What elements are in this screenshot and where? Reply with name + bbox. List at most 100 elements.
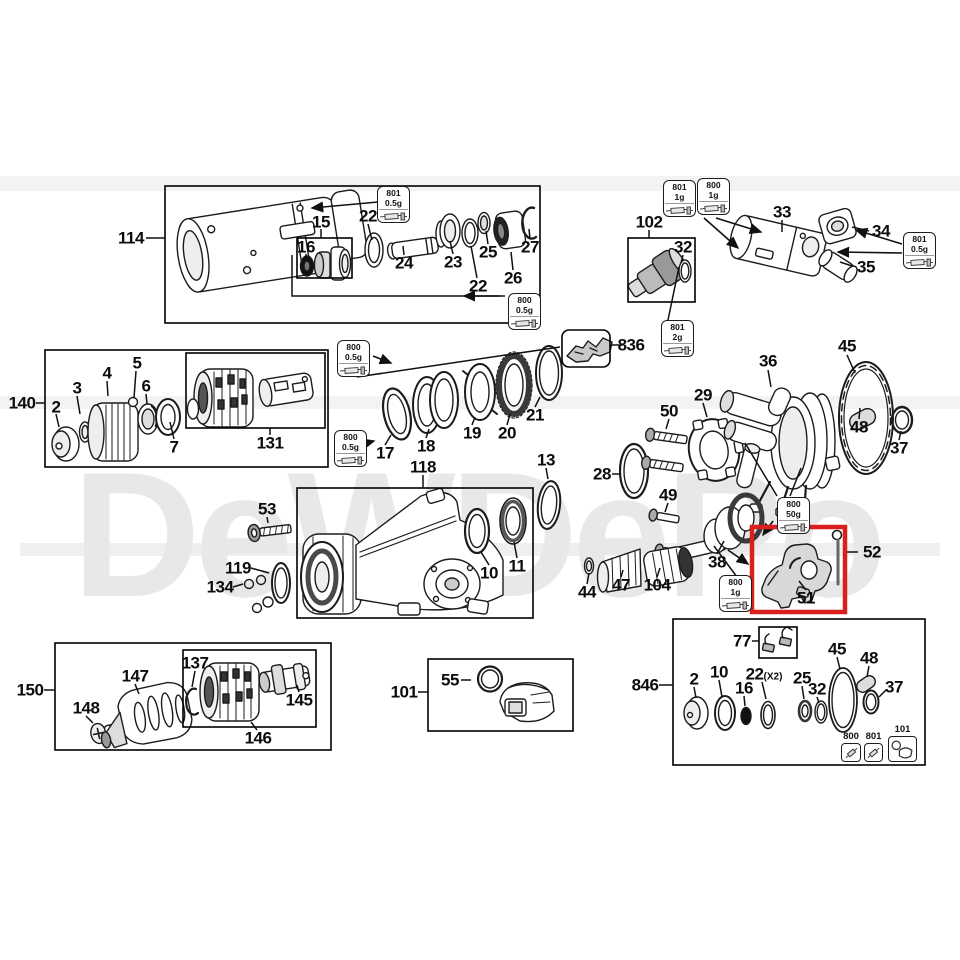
part-label-27[interactable]: 27 bbox=[521, 237, 539, 257]
part-label-2[interactable]: 2 bbox=[51, 397, 61, 417]
part-label-15[interactable]: 15 bbox=[312, 212, 330, 232]
part-21-ring-illustration bbox=[535, 345, 563, 401]
part-label-13[interactable]: 13 bbox=[537, 450, 555, 470]
part-label-38[interactable]: 38 bbox=[708, 552, 726, 572]
part-label-51[interactable]: 51 bbox=[797, 588, 815, 608]
part-label-145[interactable]: 145 bbox=[285, 690, 313, 710]
grease-amount: 1g bbox=[674, 192, 685, 203]
part-label-3[interactable]: 3 bbox=[72, 378, 82, 398]
kit-part-25-illustration bbox=[797, 699, 813, 723]
part-label-50[interactable]: 50 bbox=[660, 401, 678, 421]
part-23-washer-illustration bbox=[435, 213, 461, 249]
part-label-150[interactable]: 150 bbox=[16, 680, 44, 700]
part-label-137[interactable]: 137 bbox=[181, 653, 209, 673]
part-label-21[interactable]: 21 bbox=[526, 405, 544, 425]
part-label-25[interactable]: 25 bbox=[479, 242, 497, 262]
part-label-5[interactable]: 5 bbox=[132, 353, 142, 373]
part-label-32[interactable]: 32 bbox=[808, 679, 826, 699]
part-label-48[interactable]: 48 bbox=[850, 417, 868, 437]
part-label-22[interactable]: 22 bbox=[359, 206, 377, 226]
part-label-26[interactable]: 26 bbox=[504, 268, 522, 288]
part-label-11[interactable]: 11 bbox=[508, 556, 526, 576]
part-label-140[interactable]: 140 bbox=[8, 393, 36, 413]
part-label-48[interactable]: 48 bbox=[860, 648, 878, 668]
part-label-52[interactable]: 52 bbox=[863, 542, 881, 562]
grease-syringe-icon bbox=[665, 203, 694, 215]
part-label-17[interactable]: 17 bbox=[376, 443, 394, 463]
part-label-44[interactable]: 44 bbox=[578, 582, 596, 602]
part-label-19[interactable]: 19 bbox=[463, 423, 481, 443]
part-label-36[interactable]: 36 bbox=[759, 351, 777, 371]
part-label-22[interactable]: 22(X2) bbox=[745, 664, 783, 684]
part-label-118[interactable]: 118 bbox=[410, 457, 436, 477]
part-label-102[interactable]: 102 bbox=[635, 212, 663, 232]
part-15-retainer-illustration bbox=[313, 246, 352, 281]
part-label-846[interactable]: 846 bbox=[631, 675, 659, 695]
part-5-ball-illustration bbox=[127, 396, 139, 408]
part-label-119[interactable]: 119 bbox=[225, 558, 251, 578]
grease-amount: 1g bbox=[708, 190, 719, 201]
mini-ref-box-101 bbox=[888, 736, 917, 762]
part-label-29[interactable]: 29 bbox=[694, 385, 712, 405]
part-label-4[interactable]: 4 bbox=[102, 363, 112, 383]
part-label-20[interactable]: 20 bbox=[498, 423, 516, 443]
part-label-49[interactable]: 49 bbox=[659, 485, 677, 505]
part-label-34[interactable]: 34 bbox=[872, 221, 890, 241]
part-17-ring-illustration bbox=[381, 387, 413, 441]
part-label-45[interactable]: 45 bbox=[838, 336, 856, 356]
part-22-oring2-illustration bbox=[461, 218, 479, 248]
part-label-104[interactable]: 104 bbox=[643, 575, 671, 595]
kit-part-45-illustration bbox=[828, 667, 858, 733]
grease-syringe-icon bbox=[905, 255, 934, 267]
part-label-134[interactable]: 134 bbox=[206, 577, 234, 597]
part-label-2[interactable]: 2 bbox=[689, 669, 699, 689]
part-label-28[interactable]: 28 bbox=[593, 464, 611, 484]
grease-amount: 0.5g bbox=[910, 244, 928, 255]
part-label-6[interactable]: 6 bbox=[141, 376, 151, 396]
assembly-boxes bbox=[44, 185, 926, 766]
part-label-148[interactable]: 148 bbox=[72, 698, 100, 718]
part-label-77[interactable]: 77 bbox=[733, 631, 751, 651]
part-label-836[interactable]: 836 bbox=[617, 335, 645, 355]
part-label-10[interactable]: 10 bbox=[480, 563, 498, 583]
part-147-chuck-illustration bbox=[100, 681, 193, 749]
part-37-oring-illustration bbox=[890, 405, 914, 435]
mini-ref-label-800: 800 bbox=[843, 731, 859, 742]
part-label-37[interactable]: 37 bbox=[885, 677, 903, 697]
part-label-37[interactable]: 37 bbox=[890, 438, 908, 458]
part-131-shaft-illustration bbox=[258, 372, 314, 407]
mini-ref-box-800 bbox=[841, 743, 861, 762]
part-label-53[interactable]: 53 bbox=[258, 499, 276, 519]
part-label-101[interactable]: 101 bbox=[390, 682, 418, 702]
part-label-45[interactable]: 45 bbox=[828, 639, 846, 659]
part-label-24[interactable]: 24 bbox=[395, 253, 413, 273]
part-50-screws-illustration bbox=[640, 427, 688, 473]
grease-syringe-icon bbox=[721, 598, 750, 610]
part-label-23[interactable]: 23 bbox=[444, 252, 462, 272]
part-label-147[interactable]: 147 bbox=[121, 666, 149, 686]
box-140 bbox=[44, 349, 329, 468]
part-label-10[interactable]: 10 bbox=[710, 662, 728, 682]
part-label-35[interactable]: 35 bbox=[857, 257, 875, 277]
part-label-22[interactable]: 22 bbox=[469, 276, 487, 296]
part-label-18[interactable]: 18 bbox=[417, 436, 435, 456]
grease-amount: 1g bbox=[730, 587, 741, 598]
grease-callout: 800 0.5g bbox=[334, 430, 367, 468]
part-label-55[interactable]: 55 bbox=[441, 670, 459, 690]
grease-amount: 0.5g bbox=[384, 198, 402, 209]
part-label-25[interactable]: 25 bbox=[793, 668, 811, 688]
part-label-146[interactable]: 146 bbox=[244, 728, 272, 748]
part-label-131[interactable]: 131 bbox=[256, 433, 284, 453]
part-label-47[interactable]: 47 bbox=[612, 575, 630, 595]
grease-amount: 0.5g bbox=[341, 442, 359, 453]
grease-amount: 50g bbox=[786, 509, 801, 520]
box-150 bbox=[54, 642, 332, 751]
part-label-32[interactable]: 32 bbox=[674, 237, 692, 257]
part-label-16[interactable]: 16 bbox=[297, 237, 315, 257]
part-label-7[interactable]: 7 bbox=[169, 437, 179, 457]
part-label-33[interactable]: 33 bbox=[773, 202, 791, 222]
box-146 bbox=[182, 649, 317, 728]
part-label-16[interactable]: 16 bbox=[735, 678, 753, 698]
part-label-114[interactable]: 114 bbox=[118, 228, 144, 248]
